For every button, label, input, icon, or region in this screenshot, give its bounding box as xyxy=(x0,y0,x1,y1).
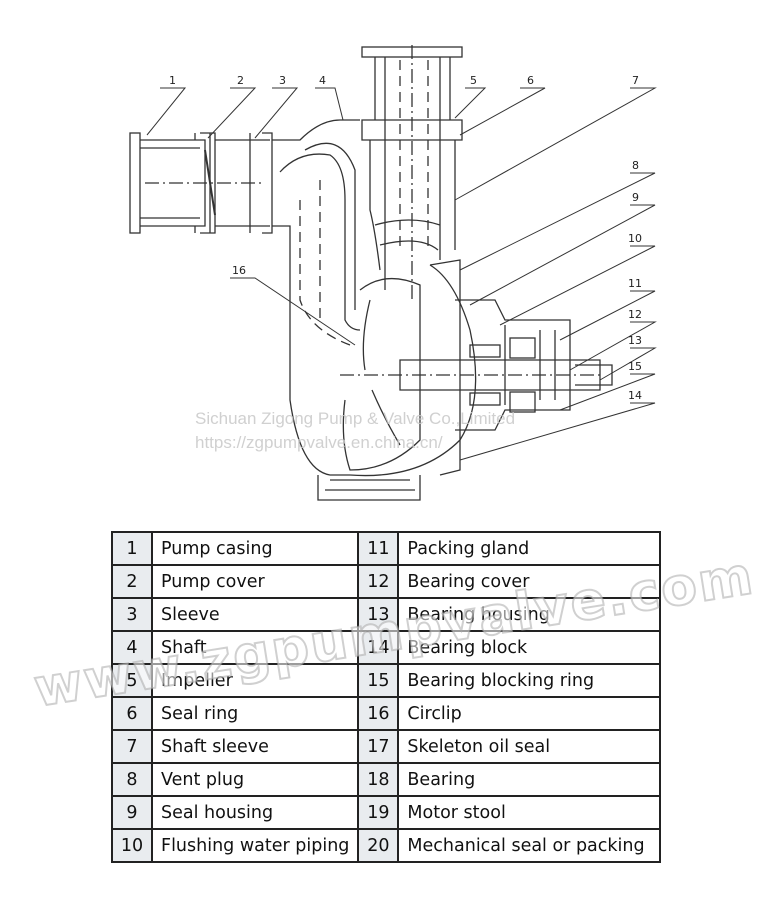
pump-cross-section-drawing: 1 2 3 4 5 6 7 8 9 10 11 12 13 15 14 16 xyxy=(129,45,657,501)
callout-16: 16 xyxy=(232,264,246,277)
callout-4: 4 xyxy=(319,74,326,87)
part-name: Mechanical seal or packing xyxy=(397,828,662,863)
bearing-housing xyxy=(399,259,613,476)
callout-10: 10 xyxy=(628,232,642,245)
impeller xyxy=(340,277,600,471)
callout-15: 15 xyxy=(628,360,642,373)
part-number: 19 xyxy=(357,795,400,830)
callout-8: 8 xyxy=(632,159,639,172)
callout-11: 11 xyxy=(628,277,642,290)
callout-12: 12 xyxy=(628,308,642,321)
callout-9: 9 xyxy=(632,191,639,204)
part-name: Flushing water piping xyxy=(150,828,360,863)
part-name: Seal housing xyxy=(150,795,360,830)
callout-1: 1 xyxy=(169,74,176,87)
part-name: Motor stool xyxy=(397,795,662,830)
part-name: Impeller xyxy=(150,663,360,698)
part-number: 12 xyxy=(357,564,400,599)
part-name: Sleeve xyxy=(150,597,360,632)
part-name: Bearing cover xyxy=(397,564,662,599)
watermark-company: Sichuan Zigong Pump & Valve Co.,Limited xyxy=(195,409,516,428)
part-number: 3 xyxy=(111,597,153,632)
pump-casing xyxy=(272,119,477,501)
watermark-url: https://zgpumpvalve.en.china.cn/ xyxy=(195,433,443,452)
part-number: 10 xyxy=(111,828,153,863)
part-number: 4 xyxy=(111,630,153,665)
part-number: 13 xyxy=(357,597,400,632)
part-number: 7 xyxy=(111,729,153,764)
part-name: Circlip xyxy=(397,696,662,731)
part-name: Bearing housing xyxy=(397,597,662,632)
outlet-pipe xyxy=(361,45,463,300)
part-number: 6 xyxy=(111,696,153,731)
callout-2: 2 xyxy=(237,74,244,87)
part-number: 18 xyxy=(357,762,400,797)
part-number: 15 xyxy=(357,663,400,698)
callout-6: 6 xyxy=(527,74,534,87)
callout-13: 13 xyxy=(628,334,642,347)
part-name: Shaft sleeve xyxy=(150,729,360,764)
callout-7: 7 xyxy=(632,74,639,87)
part-name: Skeleton oil seal xyxy=(397,729,662,764)
part-name: Bearing blocking ring xyxy=(397,663,662,698)
part-number: 16 xyxy=(357,696,400,731)
part-number: 9 xyxy=(111,795,153,830)
part-name: Bearing xyxy=(397,762,662,797)
part-number: 11 xyxy=(357,531,400,566)
inlet-pipe xyxy=(129,132,273,234)
part-number: 5 xyxy=(111,663,153,698)
part-number: 2 xyxy=(111,564,153,599)
part-name: Packing gland xyxy=(397,531,662,566)
part-name: Seal ring xyxy=(150,696,360,731)
part-number: 14 xyxy=(357,630,400,665)
part-name: Pump casing xyxy=(150,531,360,566)
callout-14: 14 xyxy=(628,389,642,402)
part-number: 17 xyxy=(357,729,400,764)
part-number: 20 xyxy=(357,828,400,863)
callout-labels: 1 2 3 4 5 6 7 8 9 10 11 12 13 15 14 16 xyxy=(169,74,642,402)
callout-5: 5 xyxy=(470,74,477,87)
part-number: 1 xyxy=(111,531,153,566)
callout-3: 3 xyxy=(279,74,286,87)
part-name: Shaft xyxy=(150,630,360,665)
callout-leaders xyxy=(146,87,657,461)
part-name: Vent plug xyxy=(150,762,360,797)
part-number: 8 xyxy=(111,762,153,797)
part-name: Bearing block xyxy=(397,630,662,665)
part-name: Pump cover xyxy=(150,564,360,599)
